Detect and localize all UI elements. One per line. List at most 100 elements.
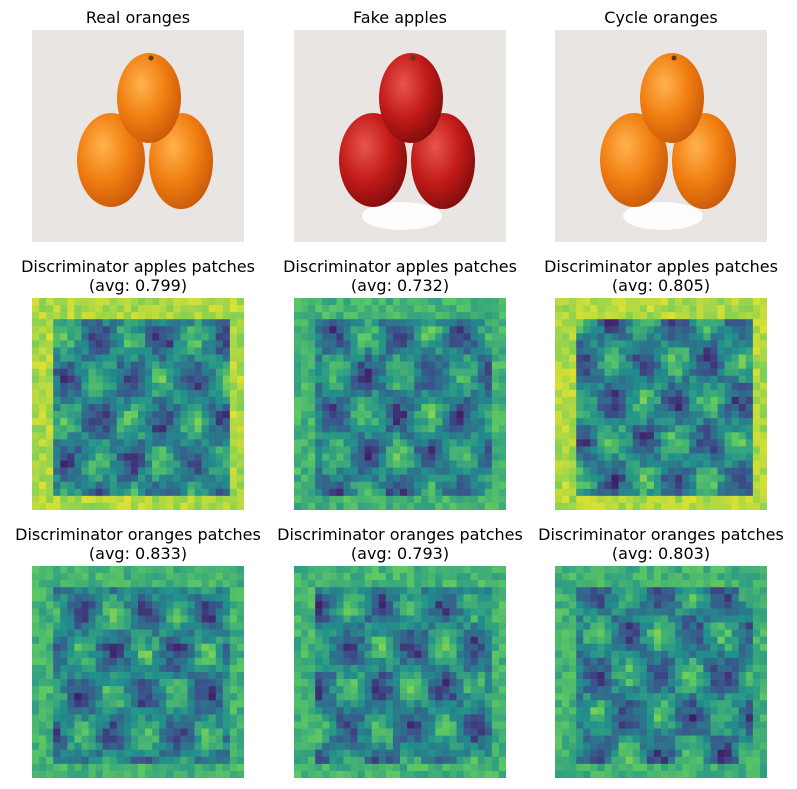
heatmap-cell <box>484 657 493 666</box>
heatmap-cell <box>555 495 563 504</box>
heatmap-cell <box>308 382 316 391</box>
heatmap-cell <box>689 312 697 320</box>
heatmap-cell <box>46 502 54 510</box>
heatmap-cell <box>74 622 82 630</box>
heatmap-cell <box>336 312 344 320</box>
heatmap-cell <box>435 389 443 398</box>
heatmap-cell <box>116 615 125 623</box>
heatmap-cell <box>46 700 54 708</box>
heatmap-cell <box>109 488 118 497</box>
heatmap-cell <box>653 298 662 306</box>
heatmap-cell <box>357 601 365 609</box>
heatmap-cell <box>109 573 118 581</box>
heatmap-cell <box>159 721 167 729</box>
heatmap-cell <box>301 636 309 645</box>
heatmap-cell <box>392 425 401 433</box>
heatmap-cell <box>294 298 302 306</box>
heatmap-cell <box>102 657 111 666</box>
heatmap-cell <box>102 432 111 440</box>
heatmap-cell <box>646 354 655 362</box>
heatmap-cell <box>731 396 740 405</box>
heatmap-cell <box>668 432 676 440</box>
heatmap-cell <box>130 368 139 377</box>
heatmap-cell <box>180 439 188 447</box>
heatmap-cell <box>116 389 125 398</box>
heatmap-cell <box>116 749 125 758</box>
heatmap-cell <box>484 396 493 405</box>
heatmap-cell <box>74 728 82 736</box>
heatmap-cell <box>329 756 337 765</box>
heatmap-cell <box>229 770 238 778</box>
heatmap-cell <box>53 594 61 602</box>
heatmap-cell <box>308 298 316 306</box>
heatmap-cell <box>745 502 754 510</box>
heatmap-cell <box>421 728 429 736</box>
heatmap-cell <box>74 446 82 454</box>
heatmap-cell <box>102 326 111 334</box>
heatmap-cell <box>364 418 373 426</box>
heatmap-cell <box>152 615 160 623</box>
heatmap-cell <box>618 573 626 581</box>
fruit-left <box>339 113 407 207</box>
heatmap-cell <box>39 340 47 348</box>
heatmap-cell <box>46 389 54 398</box>
heatmap-cell <box>102 375 111 384</box>
heatmap-cell <box>329 629 337 637</box>
heatmap-cell <box>123 643 132 652</box>
heatmap-cell <box>710 650 718 659</box>
heatmap-cell <box>350 587 358 595</box>
heatmap-cell <box>138 742 146 751</box>
heatmap-cell <box>315 763 323 772</box>
heatmap-cell <box>201 749 209 758</box>
heatmap-cell <box>625 622 634 630</box>
heatmap-cell <box>88 707 96 715</box>
heatmap-cell <box>682 650 690 659</box>
heatmap-cell <box>322 636 330 645</box>
heatmap-cell <box>428 305 436 313</box>
heatmap-cell <box>717 326 725 334</box>
panel-title: Discriminator oranges patches (avg: 0.79… <box>277 525 523 563</box>
heatmap-cell <box>308 615 316 623</box>
heatmap-cell <box>555 368 563 377</box>
heatmap-cell <box>738 354 747 362</box>
heatmap-cell <box>710 460 718 468</box>
heatmap-cell <box>392 770 401 778</box>
heatmap-cell <box>569 319 577 327</box>
heatmap-cell <box>385 573 394 581</box>
heatmap-cell <box>159 742 167 751</box>
heatmap-cell <box>400 672 408 680</box>
heatmap-cell <box>67 650 75 659</box>
heatmap-cell <box>597 643 605 652</box>
heatmap-cell <box>180 361 188 369</box>
heatmap-cell <box>484 326 493 334</box>
heatmap-cell <box>738 467 747 475</box>
heatmap-cell <box>322 312 330 320</box>
heatmap-cell <box>88 305 96 313</box>
heatmap-cell <box>336 340 344 348</box>
heatmap-cell <box>385 439 394 447</box>
heatmap-cell <box>449 354 457 362</box>
heatmap-cell <box>604 446 612 454</box>
heatmap-cell <box>95 693 103 701</box>
heatmap-cell <box>484 502 493 510</box>
heatmap-cell <box>491 664 500 673</box>
heatmap-cell <box>60 566 68 574</box>
heatmap-cell <box>32 298 40 306</box>
heatmap-cell <box>215 319 224 327</box>
heatmap-cell <box>329 495 337 504</box>
heatmap-cell <box>350 693 358 701</box>
heatmap-cell <box>724 601 732 609</box>
heatmap-cell <box>611 672 619 680</box>
heatmap-cell <box>491 580 500 588</box>
heatmap-cell <box>194 573 202 581</box>
heatmap-cell <box>102 404 111 412</box>
heatmap-cell <box>336 580 344 588</box>
heatmap-cell <box>689 502 697 510</box>
heatmap-cell <box>710 453 718 461</box>
heatmap-cell <box>456 763 464 772</box>
heatmap-cell <box>329 488 337 497</box>
heatmap-cell <box>152 411 160 419</box>
heatmap-cell <box>322 566 330 574</box>
heatmap-cell <box>668 411 676 419</box>
heatmap-cell <box>32 594 40 602</box>
